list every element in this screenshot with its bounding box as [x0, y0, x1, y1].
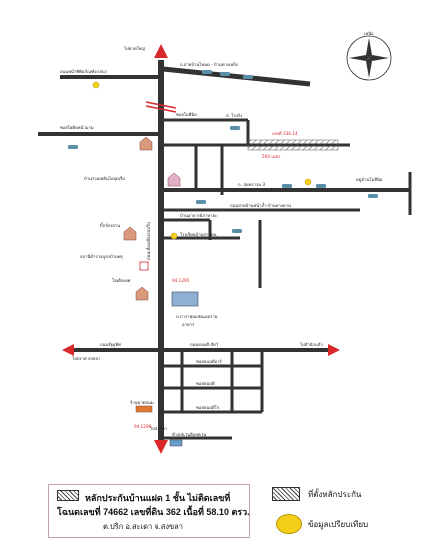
label-park-road: ถนนหน้าพิพิธภัณฑ์อาสนา	[60, 69, 107, 74]
label-soi-sathana: ถ. สุนทรารม 3	[238, 182, 265, 188]
label-bottom-right: ห้างเซเว่นอีเลฟเว่น	[172, 432, 206, 437]
car-icon	[316, 184, 326, 188]
label-to-sadao: ไปสำนักแต้ว	[299, 341, 323, 347]
label-distance: 500 เมตร	[262, 154, 281, 159]
label-lot: เลขที่ 336.14	[272, 130, 298, 136]
car-icon	[202, 70, 212, 74]
arrow-east-icon	[328, 344, 340, 356]
label-small-road-1: ซอยไผ่ติดหน้ามาม	[60, 124, 94, 130]
house-icon	[139, 136, 153, 151]
label-soi-sin-1: ซอยโมฮีนิย	[176, 112, 197, 117]
car-icon	[232, 229, 242, 233]
label-shop-left: บ้านร่วมเพลินไอจุดเรือ	[84, 175, 125, 182]
compare-point-icon	[304, 178, 312, 186]
label-factory2: อาหาร	[182, 322, 195, 327]
label-police: สถานีตำรวจภูธรบ้านพรุ	[80, 254, 124, 260]
label-to-chana: ไปปราศ สงขลา	[71, 355, 100, 361]
arrow-west-icon	[62, 344, 74, 356]
label-factory: บ.การาฟุลแซนเดอราน	[176, 314, 218, 320]
compass-north-label: เหนือ	[364, 31, 374, 36]
cross-icon	[139, 261, 149, 271]
arrow-south-icon	[154, 440, 168, 454]
key-hatch-label: ที่ตั้งหลักประกัน	[308, 490, 362, 499]
car-icon	[243, 75, 253, 79]
label-soi-c: ซอยธนบดีโร	[196, 405, 220, 410]
factory-icon	[171, 291, 199, 307]
rail-crossing-icon	[145, 101, 177, 113]
legend-hatch-icon	[57, 490, 79, 501]
label-hotel: โฮเต็ลเทศ	[112, 277, 131, 283]
label-road-middle: ถนนสายบ้านหน้าถ้ำ-บ้านทางดาน	[230, 202, 291, 208]
legend-line-2: โฉนดเลขที่ 74662 เลขที่ดิน 362 เนื้อที่ …	[57, 507, 250, 517]
label-top-road: ไปหาดใหญ่	[123, 45, 145, 51]
label-cross-road: ถนนธนบดี-สัตว์	[190, 342, 219, 347]
house-icon	[167, 172, 181, 187]
legend-line-1: หลักประกันบ้านแฝด 1 ชั้น ไม่ติดเลขที่	[85, 493, 231, 503]
label-soi-a: ซอยธนบดีอาร์	[196, 359, 222, 364]
car-icon	[196, 200, 206, 204]
car-icon	[220, 72, 230, 76]
key-circle-icon	[276, 514, 302, 534]
label-junction-left: ถนนรัฐอุทิศ	[100, 342, 121, 348]
label-clinic: บิ๊กจักรยาน	[100, 222, 121, 228]
car-icon	[368, 194, 378, 198]
label-school: บ้านอาจารย์ภาษายะ	[180, 213, 217, 218]
car-icon	[230, 126, 240, 130]
label-soi-right: ส. โรงรัง	[226, 113, 242, 118]
markers	[68, 70, 378, 447]
house-icon	[123, 226, 137, 241]
label-station: 94.1295	[172, 278, 190, 283]
road-top-right	[162, 66, 311, 87]
legend-line-3: ต.ปริก อ.สะเดา จ.สงขลา	[103, 522, 183, 531]
key-hatch-icon	[272, 487, 300, 501]
label-hospital: โรงเรียนบ้านสาคอน	[180, 232, 217, 237]
label-road-top-right: ถ.สายบ้านโหนด - บ้านทางเหล็ก	[180, 61, 239, 67]
label-bottom-shop-num: 94.1296	[134, 424, 152, 429]
compare-point-icon	[170, 232, 178, 240]
label-bottom-road: ไปสงขลา	[149, 425, 167, 431]
key-circle-label: ข้อมูลเปรียบเทียบ	[308, 520, 369, 529]
label-village: หมู่บ้านโมฮีนิย	[356, 177, 383, 183]
arrow-north-icon	[154, 44, 168, 58]
car-icon	[282, 184, 292, 188]
bottom-sign-icon	[135, 405, 153, 413]
lot-strip	[247, 139, 339, 151]
car-icon	[68, 145, 78, 149]
label-soi-b: ซอยธนบดี	[196, 381, 215, 386]
label-bottom-shop: ร้านขายขนม	[130, 400, 154, 405]
compare-point-icon	[92, 81, 100, 89]
legend-box: หลักประกันบ้านแฝด 1 ชั้น ไม่ติดเลขที่ โฉ…	[48, 484, 250, 538]
bottom-sign-icon	[169, 439, 183, 447]
label-road-left-vertical: ถนนเลี่ยงเมืองรอบใน	[145, 222, 151, 260]
compass-icon: เหนือ	[346, 31, 392, 81]
house-icon	[135, 286, 149, 301]
